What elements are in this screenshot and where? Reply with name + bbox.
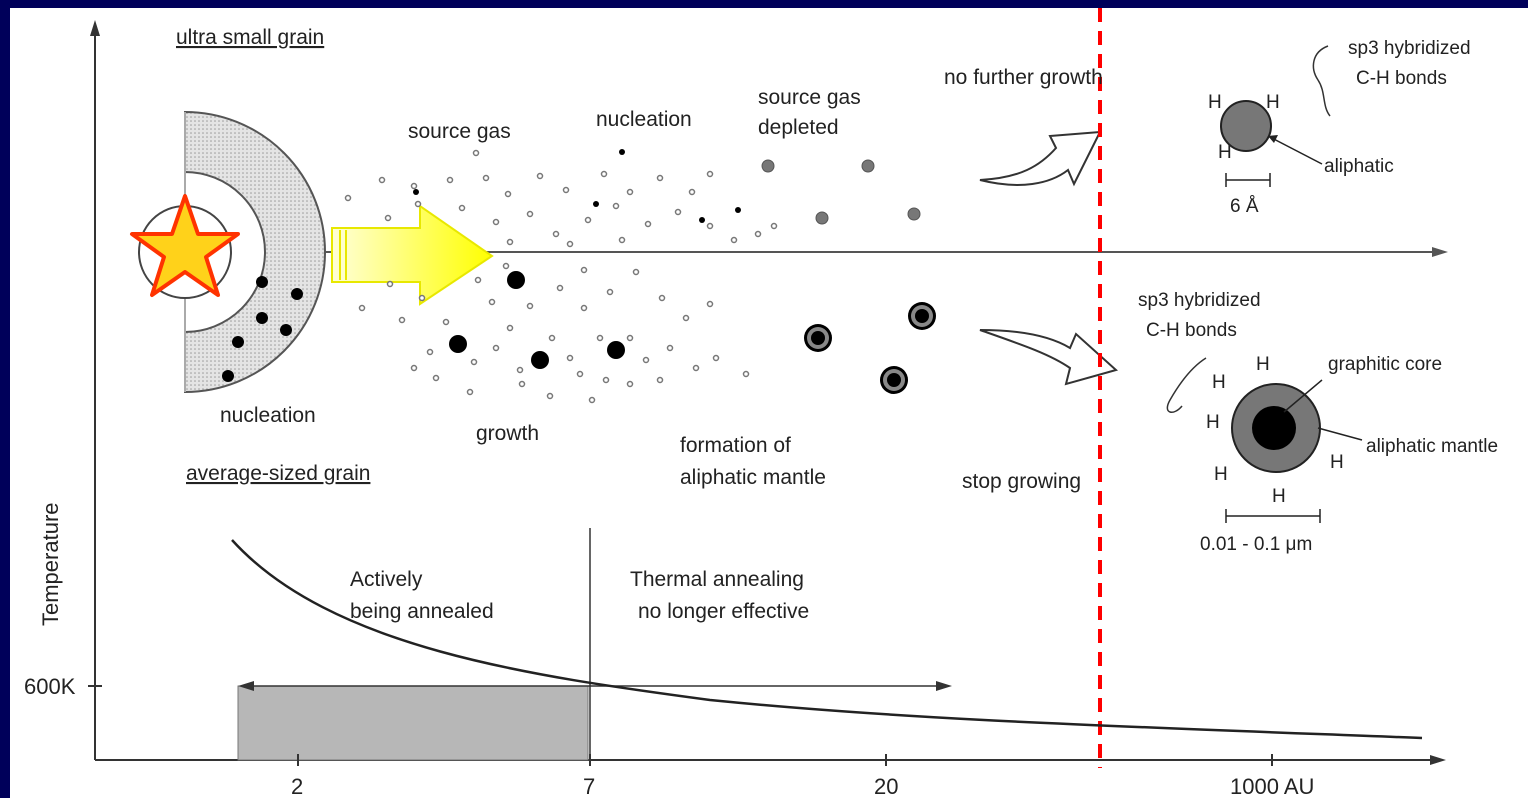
h-label-3: H: [1218, 142, 1232, 163]
diagram-panel: ultra small grain average-sized grain nu…: [10, 8, 1528, 798]
top-sp3-label-1: sp3 hybridized: [1348, 38, 1471, 59]
bottom-sp3-label-1: sp3 hybridized: [1138, 290, 1261, 311]
not-effective-label-1: Thermal annealing: [630, 568, 804, 591]
bottom-open-arrow-icon: [979, 329, 1119, 386]
outflow-arrow-icon: [331, 204, 494, 306]
y-axis-label: Temperature: [38, 502, 63, 626]
annealing-region: [237, 685, 589, 761]
growing-grains: [449, 271, 625, 369]
no-further-growth-label: no further growth: [944, 66, 1103, 89]
ultra-small-grain-label: ultra small grain: [176, 26, 324, 49]
growth-label: growth: [476, 422, 539, 445]
small-grains: [761, 159, 921, 225]
nucleation-left-label: nucleation: [220, 404, 316, 427]
grain-formation-diagram: ultra small grain average-sized grain nu…: [24, 8, 1498, 798]
source-gas-depleted-label-2: depleted: [758, 116, 839, 139]
x-axis-arrowhead: [1430, 755, 1446, 765]
star-icon: [130, 194, 240, 297]
annealed-label-2: being annealed: [350, 600, 494, 623]
x-tick-7: 7: [583, 774, 595, 798]
annealed-label-1: Actively: [350, 568, 423, 591]
source-gas-label: source gas: [408, 120, 511, 143]
h-label-5: H: [1212, 372, 1226, 393]
nuclei: [413, 149, 741, 223]
h-label-4: H: [1256, 354, 1270, 375]
x-tick-1000au: 1000 AU: [1230, 774, 1314, 798]
size-large-label: 0.01 - 0.1 μm: [1200, 534, 1312, 555]
graphitic-core: [1252, 406, 1296, 450]
h-label-9: H: [1272, 486, 1286, 507]
not-effective-label-2: no longer effective: [638, 600, 809, 623]
h-label-8: H: [1214, 464, 1228, 485]
average-grain-label: average-sized grain: [186, 462, 370, 485]
stop-growing-label: stop growing: [962, 470, 1081, 493]
h-label-7: H: [1330, 452, 1344, 473]
aliphatic-label: aliphatic: [1324, 156, 1394, 177]
aliphatic-mantle-label: aliphatic mantle: [1366, 436, 1498, 457]
temperature-curve: [231, 539, 1423, 740]
h-label-2: H: [1266, 92, 1280, 113]
bottom-sp3-label-2: C-H bonds: [1146, 320, 1237, 341]
source-gas-depleted-label-1: source gas: [758, 86, 861, 109]
top-open-arrow-icon: [979, 130, 1102, 187]
top-bond-squiggle: [1312, 45, 1331, 117]
size-small-label: 6 Å: [1230, 196, 1259, 217]
graphitic-core-label: graphitic core: [1328, 354, 1442, 375]
y-tick-label: 600K: [24, 674, 76, 699]
top-border: [0, 0, 1528, 8]
h-label-6: H: [1206, 412, 1220, 433]
x-tick-2: 2: [291, 774, 303, 798]
formation-label-1: formation of: [680, 434, 791, 457]
h-label-1: H: [1208, 92, 1222, 113]
x-tick-20: 20: [874, 774, 898, 798]
x-ticks: [297, 754, 1273, 766]
bottom-bond-squiggle: [1166, 357, 1207, 413]
y-axis-arrowhead: [90, 20, 100, 36]
top-sp3-label-2: C-H bonds: [1356, 68, 1447, 89]
source-gas-particles: [344, 149, 778, 404]
mantled-grains: [804, 302, 936, 394]
nucleation-top-label: nucleation: [596, 108, 692, 131]
seed-grains: [222, 276, 303, 382]
formation-label-2: aliphatic mantle: [680, 466, 826, 489]
divider-arrowhead: [1432, 247, 1448, 257]
aliphatic-grain: [1220, 100, 1272, 152]
